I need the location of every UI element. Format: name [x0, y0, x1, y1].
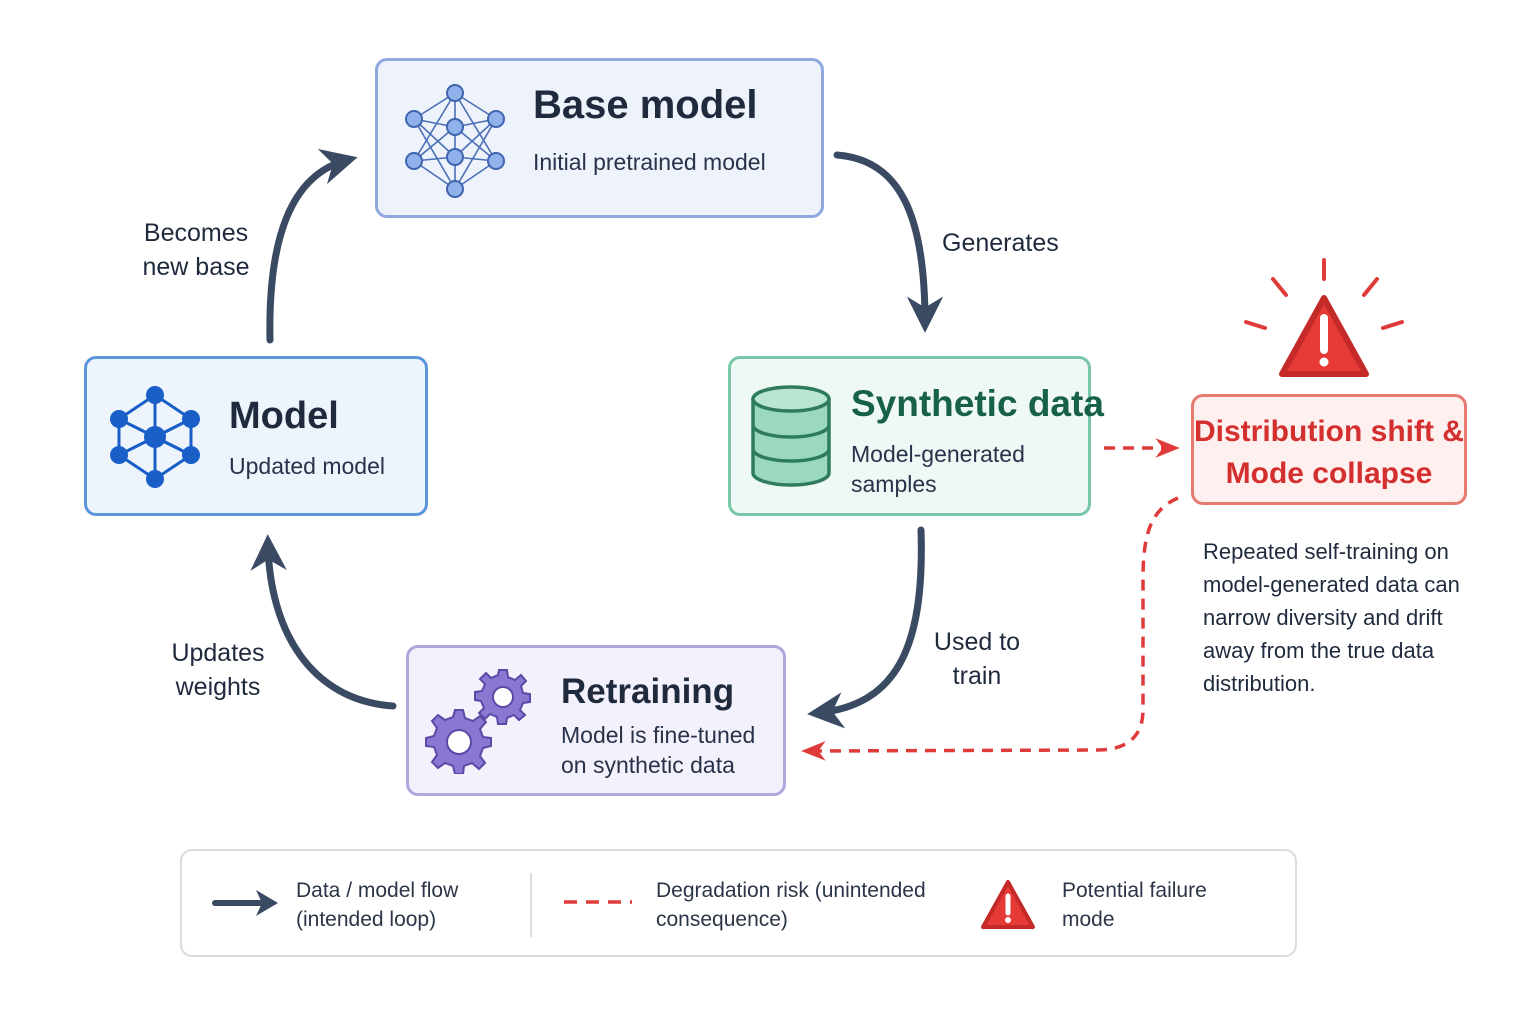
- synthetic-data-subtitle: Model-generated samples: [851, 441, 1025, 497]
- distribution-shift-node: Distribution shift & Mode collapse: [1191, 394, 1467, 505]
- retraining-subtitle: Model is fine-tuned on synthetic data: [561, 722, 756, 778]
- neural-network-icon: [110, 386, 200, 488]
- failure-explanation-note: Repeated self-training on model-generate…: [1203, 539, 1460, 696]
- legend-flow-label: Data / model flow (intended loop): [296, 879, 459, 931]
- distribution-shift-title: Distribution shift & Mode collapse: [1194, 415, 1464, 490]
- legend-warning-icon: [981, 880, 1035, 929]
- legend-failure-label: Potential failure mode: [1062, 879, 1207, 931]
- label-generates: Generates: [942, 229, 1059, 257]
- base-model-subtitle: Initial pretrained model: [533, 149, 766, 175]
- model-node: Model Updated model: [84, 356, 428, 516]
- legend-flow-arrow-icon: [212, 890, 278, 916]
- legend-dashed-line-icon: [564, 900, 632, 904]
- legend-risk-label: Degradation risk (unintended consequence…: [656, 879, 926, 931]
- base-model-title: Base model: [533, 83, 758, 127]
- synthetic-data-title: Synthetic data: [851, 383, 1104, 424]
- arrow-generates: [833, 151, 944, 333]
- retraining-node: Retraining Model is fine-tuned on synthe…: [406, 645, 786, 796]
- warning-icon: [1244, 258, 1404, 377]
- label-updates-weights: Updates weights: [171, 639, 265, 701]
- legend-divider: [530, 873, 532, 937]
- database-icon: [751, 385, 831, 487]
- legend: Data / model flow (intended loop) Degrad…: [180, 849, 1297, 957]
- risk-arrow-failure-to-retraining: [801, 496, 1179, 761]
- retraining-title: Retraining: [561, 672, 735, 711]
- arrow-becomes-new-base: [266, 148, 358, 344]
- arrow-used-to-train: [807, 526, 925, 729]
- label-used-to-train: Used to train: [933, 628, 1021, 690]
- neural-network-icon: [405, 84, 505, 198]
- synthetic-data-node: Synthetic data Model-generated samples: [728, 356, 1104, 516]
- base-model-node: Base model Initial pretrained model: [375, 58, 824, 218]
- gears-icon: [425, 669, 531, 774]
- model-title: Model: [229, 395, 339, 437]
- label-becomes-new-base: Becomes new base: [142, 219, 250, 281]
- arrow-updates-weights: [250, 534, 397, 710]
- model-subtitle: Updated model: [229, 453, 385, 479]
